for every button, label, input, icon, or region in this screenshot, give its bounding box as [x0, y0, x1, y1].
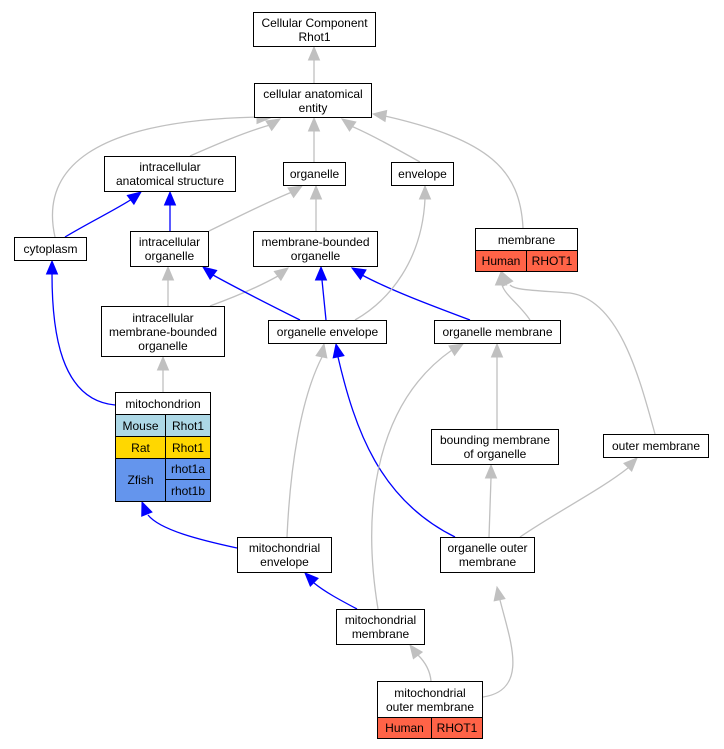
edge-mom-to-mm-arrowhead: [409, 643, 424, 660]
edge-oom-to-outer-arrowhead: [623, 457, 638, 472]
edge-me-to-mito-arrowhead: [141, 500, 153, 517]
node-organelle-envelope[interactable]: organelle envelope: [268, 320, 387, 344]
node-mitochondrion-title: mitochondrion: [125, 396, 201, 411]
edge-oe-to-envelope: [354, 198, 426, 321]
edge-oe-to-envelope-arrowhead: [418, 184, 432, 200]
species-cell-human: Human: [378, 717, 431, 738]
edge-ias-to-cae-arrowhead: [265, 118, 282, 132]
node-mitochondrial-envelope[interactable]: mitochondrial envelope: [237, 537, 332, 573]
edge-oom-to-oe: [337, 356, 456, 538]
edge-organelle-to-cae-arrowhead: [307, 116, 321, 132]
edge-imbo-to-mbo-arrowhead: [273, 267, 290, 282]
edge-mm-to-om-arrowhead: [448, 343, 465, 357]
edge-imbo-to-mbo: [209, 275, 279, 307]
edge-oe-to-mbo-arrowhead: [314, 265, 328, 281]
edge-om-to-membrane: [501, 284, 531, 321]
gene-cell-zfish-rhot1a: rhot1a: [165, 458, 210, 479]
edge-oom-to-bmo-arrowhead: [484, 463, 498, 479]
edge-oom-to-bmo: [488, 477, 492, 538]
edge-oom-to-oe-arrowhead: [332, 342, 345, 359]
edge-outer-to-membrane: [509, 284, 656, 435]
edge-mito-to-cytoplasm: [51, 273, 116, 406]
node-mitochondrial-outer-membrane[interactable]: mitochondrial outer membrane Human RHOT1: [377, 681, 483, 739]
species-cell-rat: Rat: [116, 436, 165, 458]
edge-mm-to-me: [313, 582, 358, 610]
node-mitochondrial-membrane[interactable]: mitochondrial membrane: [336, 609, 425, 645]
edge-io-to-organelle-arrowhead: [287, 185, 304, 199]
edge-mito-to-imbo-arrowhead: [156, 355, 170, 371]
node-intracellular-membrane-bounded-organelle[interactable]: intracellular membrane-bounded organelle: [101, 306, 225, 357]
species-cell-human: Human: [476, 250, 526, 271]
node-mitochondrial-outer-membrane-title: mitochondrial outer membrane: [385, 685, 475, 714]
edge-oe-to-io-arrowhead: [201, 266, 218, 281]
species-cell-zfish: Zfish: [116, 458, 165, 501]
gene-cell-rhot1: RHOT1: [431, 717, 482, 738]
gene-cell-zfish-rhot1b: rhot1b: [165, 479, 210, 501]
node-intracellular-organelle[interactable]: intracellular organelle: [130, 231, 209, 267]
edge-envelope-to-cae-arrowhead: [340, 118, 357, 132]
edge-cae-to-root-arrowhead: [307, 45, 321, 61]
edge-mbo-to-organelle-arrowhead: [309, 184, 323, 200]
edge-cytoplasm-to-ias-arrowhead: [126, 191, 143, 206]
edge-cytoplasm-to-cae: [51, 116, 261, 238]
edge-membrane-to-cae: [384, 115, 524, 229]
node-organelle-outer-membrane[interactable]: organelle outer membrane: [440, 537, 535, 573]
edge-ias-to-cae: [189, 124, 271, 157]
gene-cell-rhot1: RHOT1: [526, 250, 577, 271]
edge-me-to-oe-arrowhead: [315, 342, 328, 359]
node-cellular-component-rhot1[interactable]: Cellular Component Rhot1: [253, 12, 376, 47]
node-outer-membrane[interactable]: outer membrane: [603, 434, 709, 458]
node-cellular-anatomical-entity[interactable]: cellular anatomical entity: [254, 83, 372, 118]
edge-om-to-mbo-arrowhead: [350, 267, 367, 281]
edge-me-to-oe: [286, 356, 323, 538]
edge-me-to-mito: [147, 514, 238, 549]
edge-om-to-mbo: [361, 274, 471, 321]
node-organelle[interactable]: organelle: [283, 162, 346, 186]
node-organelle-membrane[interactable]: organelle membrane: [434, 320, 561, 344]
edge-mom-to-oom-arrowhead: [493, 585, 506, 602]
edge-oom-to-outer: [519, 467, 629, 538]
edge-envelope-to-cae: [350, 125, 421, 163]
edge-io-to-ias-arrowhead: [163, 190, 177, 206]
edge-membrane-to-cae-arrowhead: [371, 109, 388, 123]
edge-cytoplasm-to-ias: [64, 198, 133, 238]
node-membrane[interactable]: membrane Human RHOT1: [475, 228, 578, 272]
edge-mom-to-mm: [417, 654, 432, 682]
node-mitochondrion[interactable]: mitochondrion Mouse Rhot1 Rat Rhot1 Zfis…: [115, 392, 211, 502]
node-bounding-membrane-of-organelle[interactable]: bounding membrane of organelle: [431, 429, 559, 465]
gene-cell-rat-rhot1: Rhot1: [165, 436, 210, 458]
edge-mito-to-cytoplasm-arrowhead: [45, 259, 59, 275]
edge-bmo-to-om-arrowhead: [490, 342, 504, 358]
edge-oe-to-io: [212, 274, 301, 321]
edge-oe-to-mbo: [321, 279, 327, 321]
node-cytoplasm[interactable]: cytoplasm: [14, 237, 87, 261]
gene-cell-mouse-rhot1: Rhot1: [165, 414, 210, 436]
edge-mm-to-om: [371, 349, 453, 610]
node-intracellular-anatomical-structure[interactable]: intracellular anatomical structure: [104, 156, 236, 192]
node-membrane-bounded-organelle[interactable]: membrane-bounded organelle: [253, 231, 378, 267]
edge-io-to-organelle: [208, 191, 293, 232]
edge-imbo-to-io-arrowhead: [161, 265, 175, 281]
edge-mm-to-me-arrowhead: [304, 572, 319, 587]
node-envelope[interactable]: envelope: [391, 162, 454, 186]
species-cell-mouse: Mouse: [116, 414, 165, 436]
edge-mom-to-oom: [482, 599, 514, 698]
edge-outer-to-membrane-arrowhead: [501, 270, 514, 287]
node-membrane-title: membrane: [497, 232, 556, 247]
